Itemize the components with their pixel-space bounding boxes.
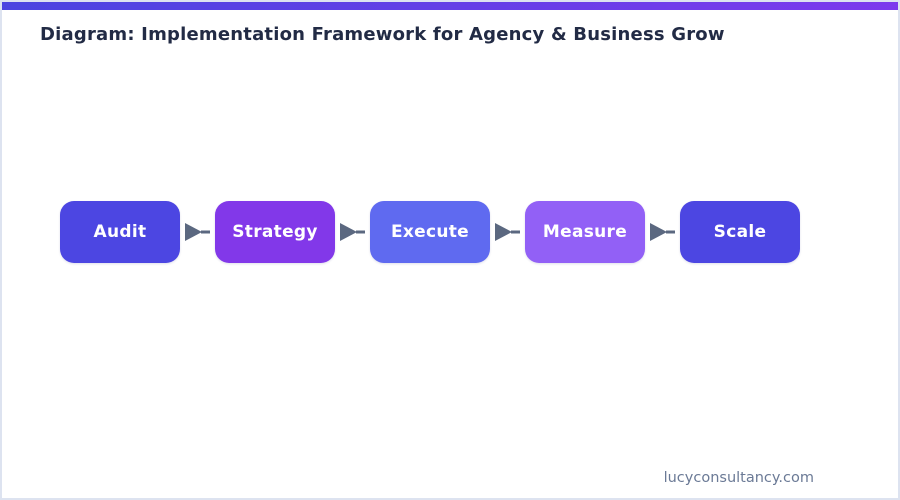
flow-step-measure: Measure: [525, 201, 645, 263]
flow-step-audit: Audit: [60, 201, 180, 263]
right-arrow-icon: [490, 223, 525, 241]
flow-step-scale: Scale: [680, 201, 800, 263]
right-arrow-icon: [180, 223, 215, 241]
website-footer-text: lucyconsultancy.com: [663, 470, 814, 486]
page-title: Diagram: Implementation Framework for Ag…: [40, 24, 725, 45]
flow-step-execute: Execute: [370, 201, 490, 263]
accent-top-bar: [2, 2, 898, 10]
flow-step-strategy: Strategy: [215, 201, 335, 263]
right-arrow-icon: [335, 223, 370, 241]
right-arrow-icon: [645, 223, 680, 241]
process-flow: Audit Strategy Execute Measure: [60, 201, 800, 263]
